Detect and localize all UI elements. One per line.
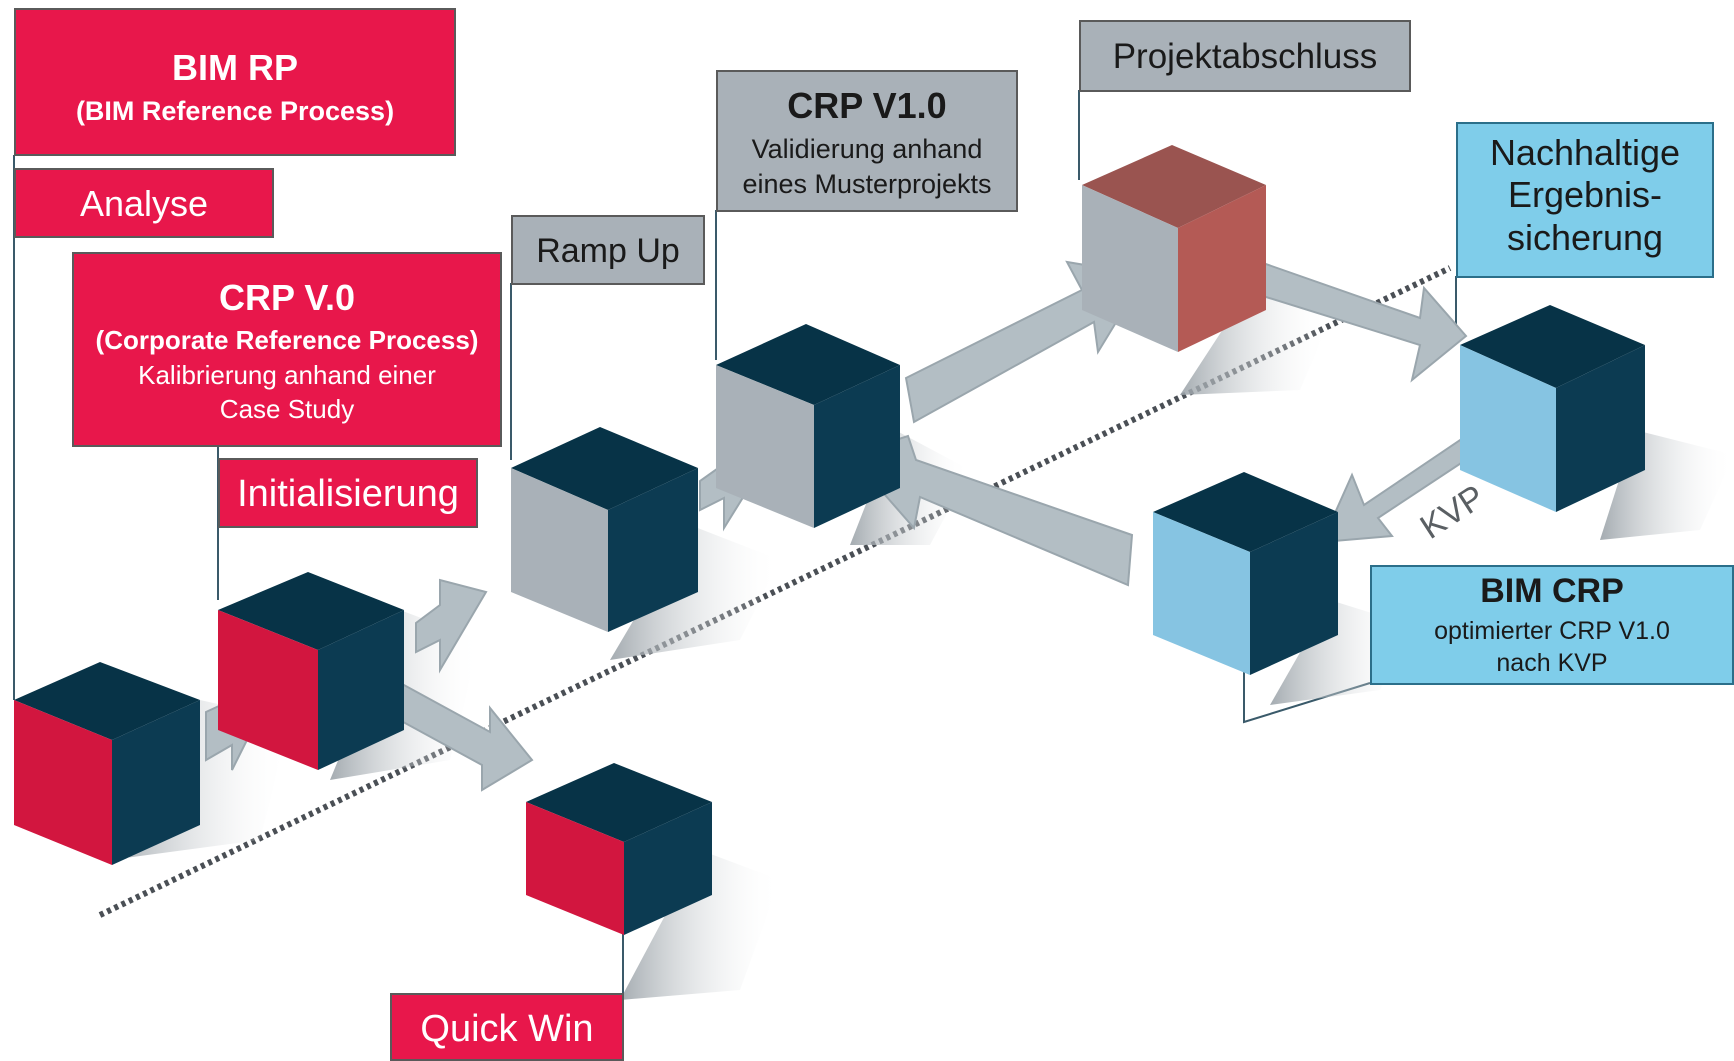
label-projektabschluss: Projektabschluss: [1079, 20, 1411, 92]
cube-ramp-up-top: [511, 427, 698, 510]
cube-nachhaltige-side: [1556, 345, 1645, 512]
label-crp-v0: CRP V.0 (Corporate Reference Process) Ka…: [72, 252, 502, 447]
bim-crp-line1: optimierter CRP V1.0: [1434, 616, 1670, 645]
crp-v1-line1: Validierung anhand: [751, 134, 983, 165]
crp-v0-title: CRP V.0: [218, 277, 356, 318]
cube-red-1-front: [14, 700, 112, 865]
nachhaltige-line2: Ergebnis-: [1507, 174, 1663, 216]
cube-projektabschluss-front: [1082, 185, 1178, 352]
bim-rp-title: BIM RP: [172, 47, 298, 88]
bim-crp-title: BIM CRP: [1480, 572, 1624, 610]
cube-red-1: [14, 662, 200, 865]
cube-crp-v1-front: [716, 365, 814, 528]
crp-v0-subtitle: (Corporate Reference Process): [95, 325, 479, 356]
label-analyse: Analyse: [14, 168, 274, 238]
cube-quick-win-top: [526, 763, 712, 842]
timeline-dotted-line: [98, 265, 1452, 918]
ramp-up-text: Ramp Up: [536, 232, 680, 270]
cube-red-2: [218, 572, 404, 770]
cube-red-2-front: [218, 610, 318, 770]
label-bim-rp: BIM RP (BIM Reference Process): [14, 8, 456, 156]
cube-bim-crp-front: [1153, 512, 1250, 675]
cube-red-2-top: [218, 572, 404, 650]
crp-v0-line1: Kalibrierung anhand einer: [138, 360, 436, 391]
cube-crp-v1-top: [716, 324, 900, 405]
cube-bim-crp: [1153, 472, 1338, 675]
crp-v0-line2: Case Study: [219, 393, 355, 424]
crp-v1-line2: eines Musterprojekts: [742, 168, 992, 199]
cube-projektabschluss: [1082, 145, 1266, 352]
cube-red-1-top: [14, 662, 200, 740]
bim-rp-subtitle: (BIM Reference Process): [75, 96, 395, 127]
cube-ramp-up: [511, 427, 698, 632]
cube-projektabschluss-side: [1178, 185, 1266, 352]
cube-ramp-up-front: [511, 468, 608, 632]
initialisierung-text: Initialisierung: [237, 473, 459, 515]
kvp-label: KVP: [1414, 478, 1492, 547]
label-crp-v1: CRP V1.0 Validierung anhand eines Muster…: [716, 70, 1018, 212]
projektabschluss-text: Projektabschluss: [1112, 37, 1378, 76]
cube-crp-v1: [716, 324, 900, 528]
label-ramp-up: Ramp Up: [511, 215, 705, 285]
crp-v1-title: CRP V1.0: [787, 85, 947, 126]
cube-bim-crp-top: [1153, 472, 1338, 552]
cube-nachhaltige-top: [1460, 305, 1645, 388]
nachhaltige-line3: sicherung: [1506, 216, 1664, 258]
bim-crp-line2: nach KVP: [1496, 648, 1608, 677]
cube-shadow-projektabschluss: [1180, 280, 1330, 395]
cube-ramp-up-side: [608, 468, 698, 632]
label-nachhaltige: Nachhaltige Ergebnis- sicherung: [1456, 122, 1714, 278]
cube-quick-win-side: [624, 802, 712, 935]
cube-red-1-side: [112, 700, 200, 865]
nachhaltige-line1: Nachhaltige: [1489, 132, 1681, 173]
arrow-cube2-to-rampup: [415, 578, 488, 674]
cube-quick-win-front: [526, 802, 624, 935]
cube-projektabschluss-top: [1082, 145, 1266, 228]
quick-win-text: Quick Win: [420, 1008, 594, 1050]
label-initialisierung: Initialisierung: [218, 458, 478, 528]
cube-quick-win: [526, 763, 712, 935]
label-bim-crp: BIM CRP optimierter CRP V1.0 nach KVP: [1370, 565, 1734, 685]
label-quick-win: Quick Win: [390, 993, 624, 1061]
cube-nachhaltige-front: [1460, 345, 1556, 512]
cube-shadow-quick-win: [620, 850, 780, 1000]
analyse-text: Analyse: [79, 183, 209, 224]
cube-red-2-side: [318, 610, 404, 770]
cube-nachhaltige: [1460, 305, 1645, 512]
cube-crp-v1-side: [814, 365, 900, 528]
cube-bim-crp-side: [1250, 512, 1338, 675]
